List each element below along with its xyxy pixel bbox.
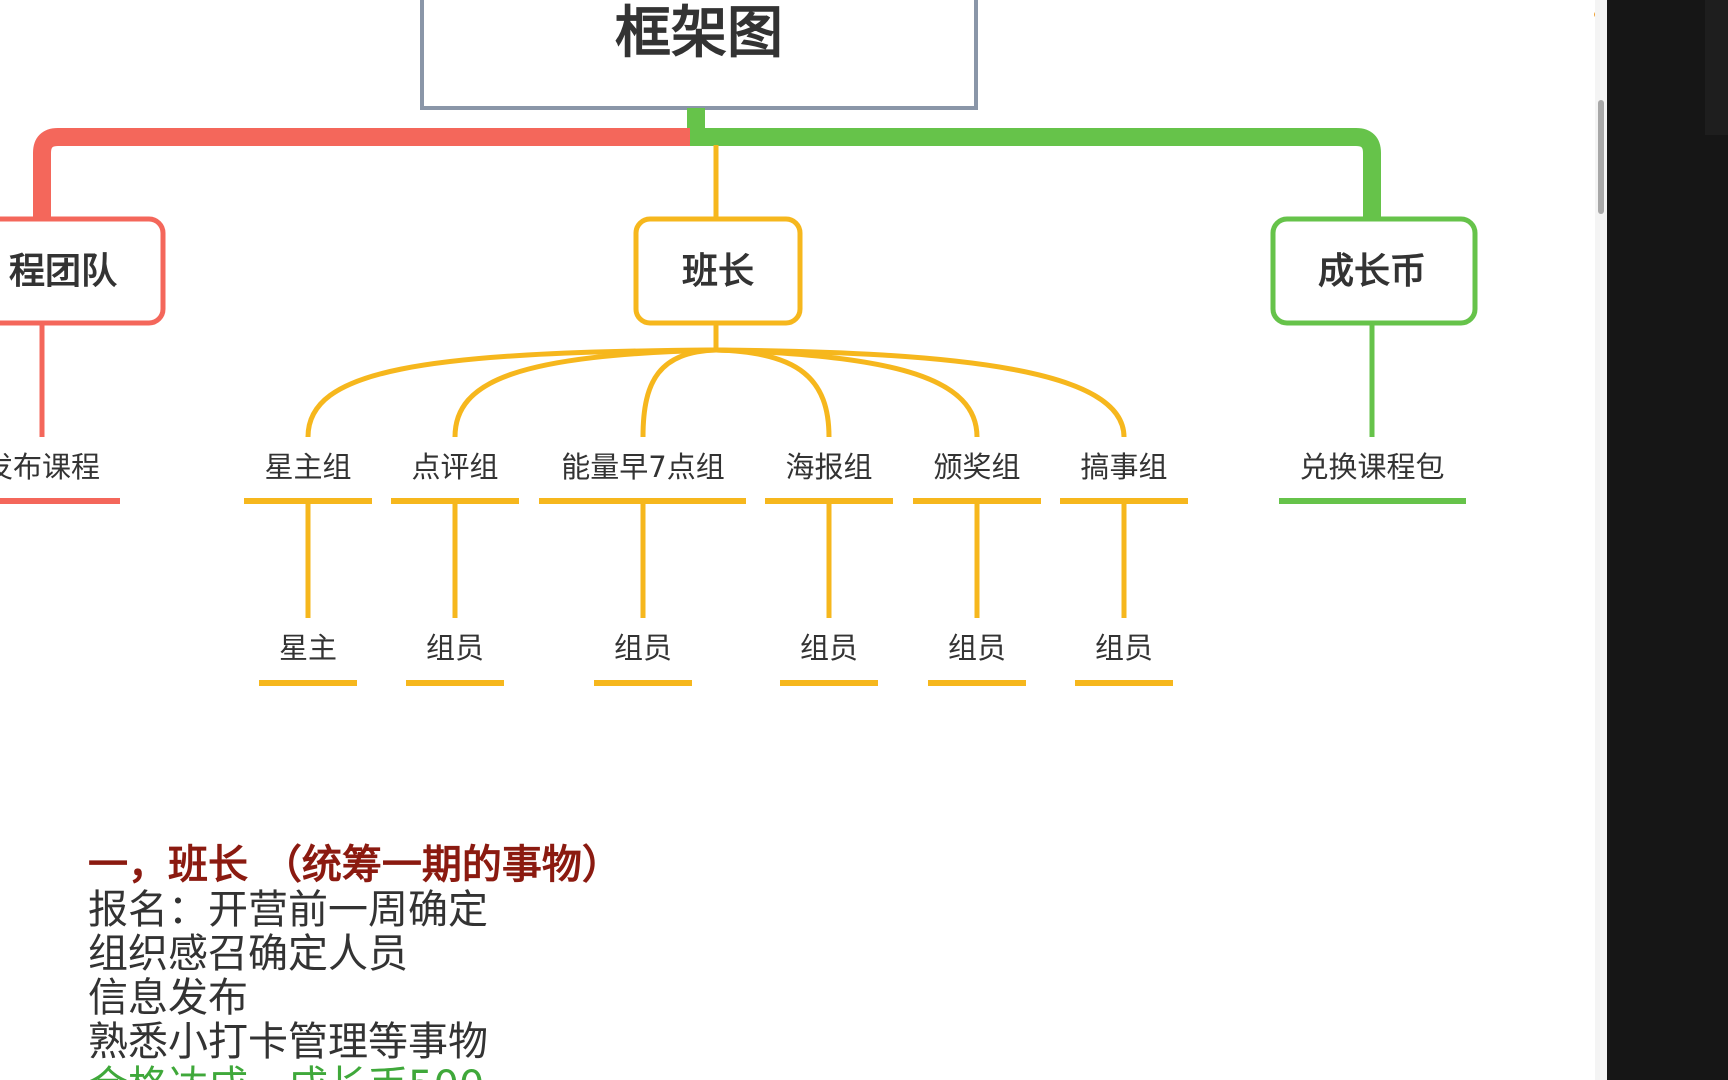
red-branch-line [33, 128, 690, 220]
dark-side-panel [1607, 0, 1728, 1080]
group-label: 星主组 [264, 450, 351, 484]
connector-group-2 [452, 347, 717, 438]
group-label: 能量早7点组 [561, 450, 724, 484]
group-label: 搞事组 [1080, 450, 1167, 484]
side-panel-block [1705, 0, 1728, 135]
connector-group-5 [715, 347, 980, 438]
connector-group-3 [640, 347, 717, 438]
diagram-title: 框架图 [615, 1, 783, 66]
node-left [0, 216, 166, 326]
left-child-label: 发布课程 [0, 450, 100, 484]
connector-group-6 [715, 347, 1127, 438]
group-connectors [305, 347, 1127, 438]
notes-line: 信息发布 [88, 975, 248, 1021]
notes-line: 报名：开营前一周确定 [88, 887, 488, 933]
title-box [420, 0, 978, 110]
connector-group-4 [715, 347, 832, 438]
scrollbar-thumb[interactable] [1598, 100, 1604, 214]
scrollbar-track[interactable] [1595, 0, 1607, 1080]
node-left-label: 程团队 [9, 251, 118, 292]
member-label: 组员 [1095, 631, 1153, 665]
node-right-label: 成长币 [1318, 251, 1426, 292]
member-label: 组员 [948, 631, 1006, 665]
member-label: 组员 [426, 631, 484, 665]
green-branch-line [690, 128, 1381, 220]
member-stems [305, 503, 1127, 618]
group-label: 颁奖组 [933, 450, 1020, 484]
member-label: 星主 [279, 631, 337, 665]
notes-heading: 一，班长 （统筹一期的事物） [88, 842, 622, 888]
notes-partial-line: 合格达成，成长币500 [88, 1064, 988, 1080]
notes-line: 熟悉小打卡管理等事物 [88, 1019, 488, 1065]
member-label: 组员 [800, 631, 858, 665]
connector-group-1 [305, 347, 717, 438]
group-label: 海报组 [785, 450, 872, 484]
notes-line: 组织感召确定人员 [88, 931, 408, 977]
group-label: 点评组 [411, 450, 498, 484]
node-center-label: 班长 [682, 251, 754, 292]
notes-section: 一，班长 （统筹一期的事物） 报名：开营前一周确定 组织感召确定人员 信息发布 … [88, 842, 988, 1080]
member-label: 组员 [614, 631, 672, 665]
right-child-label: 兑换课程包 [1299, 450, 1444, 484]
